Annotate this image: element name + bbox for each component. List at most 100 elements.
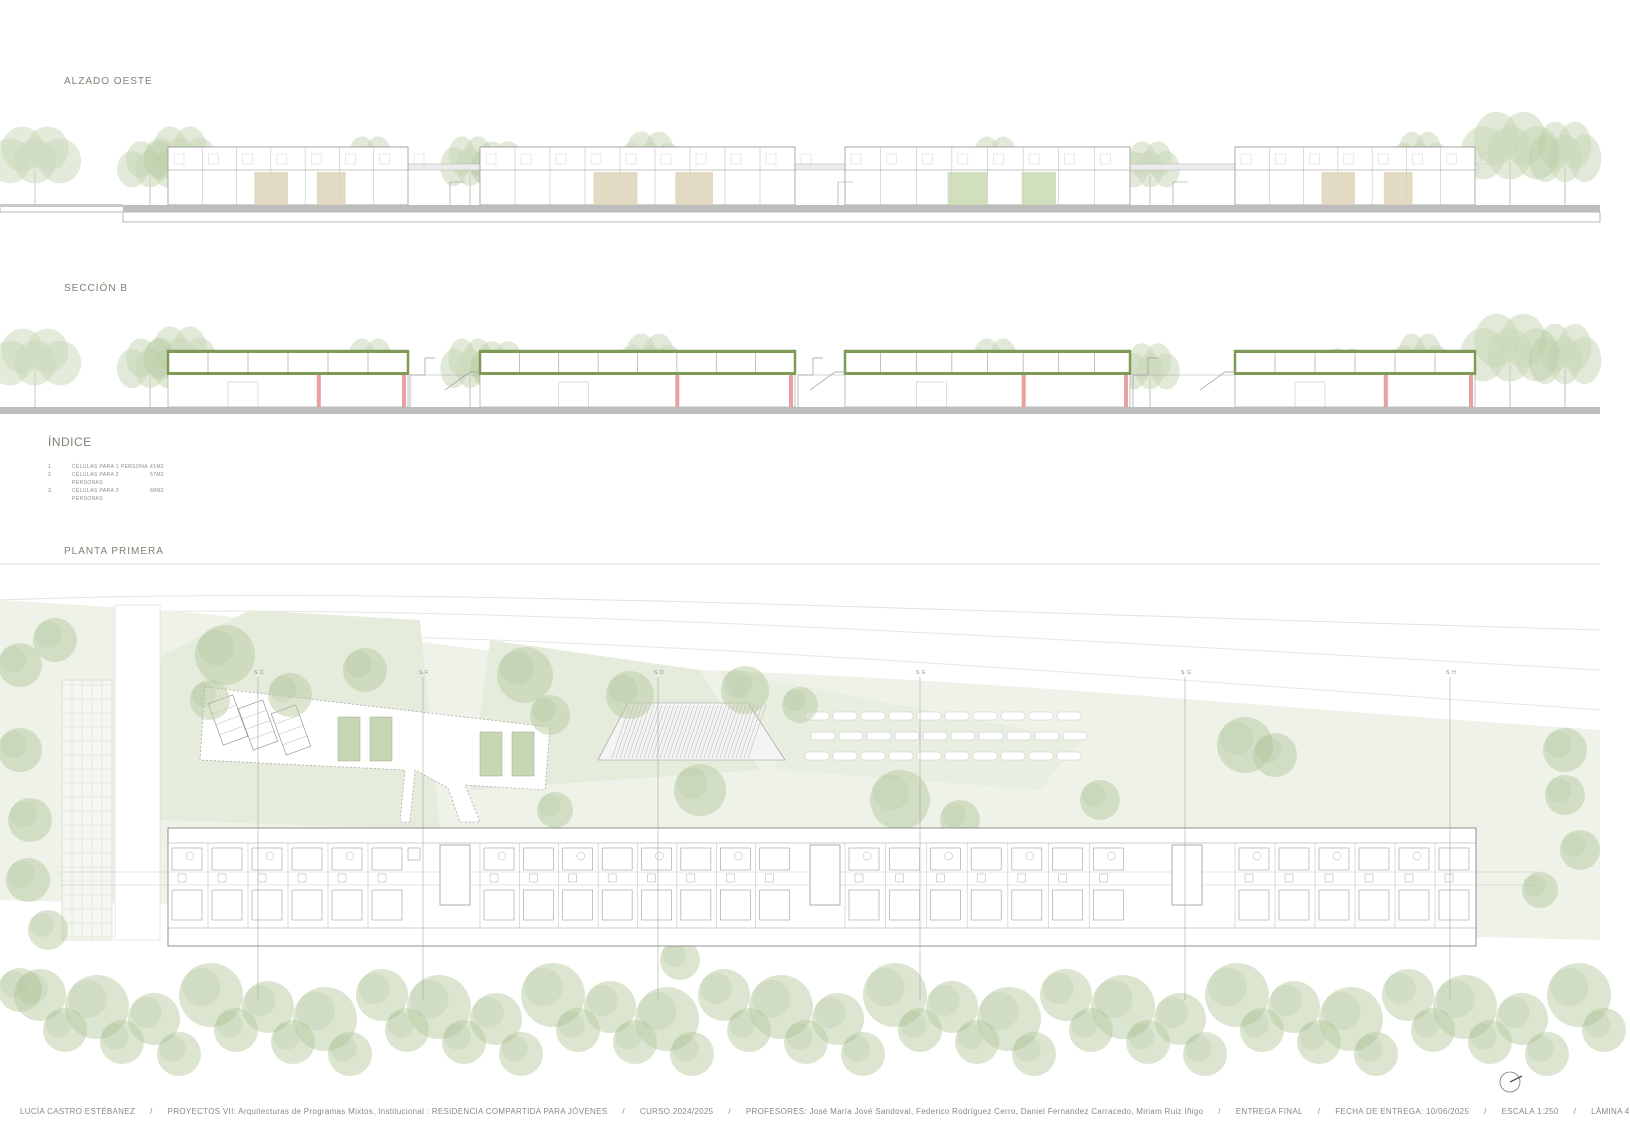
footer-scale: ESCALA 1:250 [1501, 1106, 1559, 1116]
planter-bed [337, 716, 361, 762]
parking-stall [832, 711, 858, 721]
section-b-drawing [0, 313, 1602, 414]
footer-project: PROYECTOS VII: Arquitecturas de Programa… [167, 1106, 608, 1116]
tree-canopy-icon [1433, 975, 1497, 1039]
tree-canopy-icon [499, 1032, 543, 1076]
unit-room [562, 847, 593, 871]
parking-stall [1006, 731, 1032, 741]
unit-room [331, 847, 363, 871]
table-icon [497, 851, 507, 861]
unit-room [171, 889, 203, 921]
tree-canopy-icon [1411, 1008, 1455, 1052]
tree-icon [1120, 343, 1180, 407]
tree-icon [1460, 111, 1560, 205]
elevation-block [167, 146, 425, 206]
unit-room [483, 889, 515, 921]
tree-canopy-icon [1560, 830, 1600, 870]
tree-canopy-icon [530, 695, 570, 735]
section-mark-label: S. E [916, 670, 926, 676]
planter-bed [511, 731, 535, 777]
parking-stall [860, 711, 886, 721]
parking-stall [978, 731, 1004, 741]
unit-cluster [167, 843, 403, 928]
tree-canopy-icon [0, 643, 42, 687]
parking-stall [1028, 751, 1054, 761]
tree-canopy-icon [328, 1032, 372, 1076]
unit-room [1318, 889, 1350, 921]
unit-room [211, 847, 243, 871]
residence-building [60, 827, 1540, 947]
unit-room [1398, 847, 1430, 871]
section-ground-band [0, 407, 1600, 414]
tree-canopy-icon [870, 770, 930, 830]
unit-room [1052, 847, 1083, 871]
section-stair [797, 357, 845, 407]
tree-canopy-icon [1545, 775, 1585, 815]
tree-canopy-icon [1382, 969, 1434, 1021]
unit-room [483, 847, 515, 871]
unit-room [848, 847, 880, 871]
table-icon [655, 851, 664, 861]
west-walkway-grid [62, 680, 112, 940]
footer-date: FECHA DE ENTREGA: 10/06/2025 [1335, 1106, 1470, 1116]
parking-stall [810, 731, 836, 741]
tree-canopy-icon [955, 1020, 999, 1064]
tree-canopy-icon [784, 1020, 828, 1064]
tree-canopy-icon [926, 981, 978, 1033]
tree-canopy-icon [343, 648, 387, 692]
tree-canopy-icon [1080, 780, 1120, 820]
unit-room [1318, 847, 1350, 871]
parking-stall [1062, 731, 1088, 741]
stair-core [809, 844, 841, 906]
unit-room [1278, 847, 1310, 871]
unit-room [211, 889, 243, 921]
unit-room [291, 889, 323, 921]
unit-room [720, 847, 751, 871]
tree-canopy-icon [606, 671, 654, 719]
tree-canopy-icon [442, 1020, 486, 1064]
parking-stall [1056, 751, 1082, 761]
table-icon [944, 851, 953, 861]
parking-stall [866, 731, 892, 741]
footer-sheet-number: LÁMINA 4 [1591, 1106, 1630, 1116]
parking-stall [860, 751, 886, 761]
parking-stall [1028, 711, 1054, 721]
unit-cluster [479, 843, 790, 928]
index-title: ÍNDICE [48, 435, 92, 449]
planter-bed [479, 731, 503, 777]
tree-canopy-icon [670, 1032, 714, 1076]
parking-stall [1056, 711, 1082, 721]
unit-room [759, 847, 790, 871]
tree-canopy-icon [271, 1020, 315, 1064]
unit-room [759, 889, 790, 921]
footer-delivery: ENTREGA FINAL [1235, 1106, 1303, 1116]
tree-canopy-icon [1217, 717, 1273, 773]
tree-canopy-icon [841, 1032, 885, 1076]
tree-canopy-icon [749, 975, 813, 1039]
tree-canopy-icon [660, 940, 700, 980]
unit-room [1093, 847, 1124, 871]
unit-room [171, 847, 203, 871]
sheet-footer: LUCÍA CASTRO ESTÉBANEZ / PROYECTOS VII: … [20, 1106, 1630, 1116]
elevation-block [1234, 146, 1492, 206]
unit-room [1398, 889, 1430, 921]
tree-canopy-icon [1253, 733, 1297, 777]
unit-room [889, 889, 920, 921]
tree-canopy-icon [1012, 1032, 1056, 1076]
table-icon [1332, 851, 1342, 861]
tree-canopy-icon [1091, 975, 1155, 1039]
footer-author: LUCÍA CASTRO ESTÉBANEZ [20, 1106, 136, 1116]
unit-room [720, 889, 751, 921]
tree-canopy-icon [1547, 963, 1611, 1027]
tree-canopy-icon [1582, 1008, 1626, 1052]
unit-room [889, 847, 920, 871]
tree-canopy-icon [14, 969, 66, 1021]
tree-canopy-icon [497, 647, 553, 703]
parking-stall [944, 751, 970, 761]
unit-room [680, 889, 712, 921]
section-mark-label: S. H [1446, 670, 1456, 676]
tree-canopy-icon [556, 1008, 600, 1052]
parking-stall [916, 711, 942, 721]
tree-canopy-icon [1319, 987, 1383, 1051]
